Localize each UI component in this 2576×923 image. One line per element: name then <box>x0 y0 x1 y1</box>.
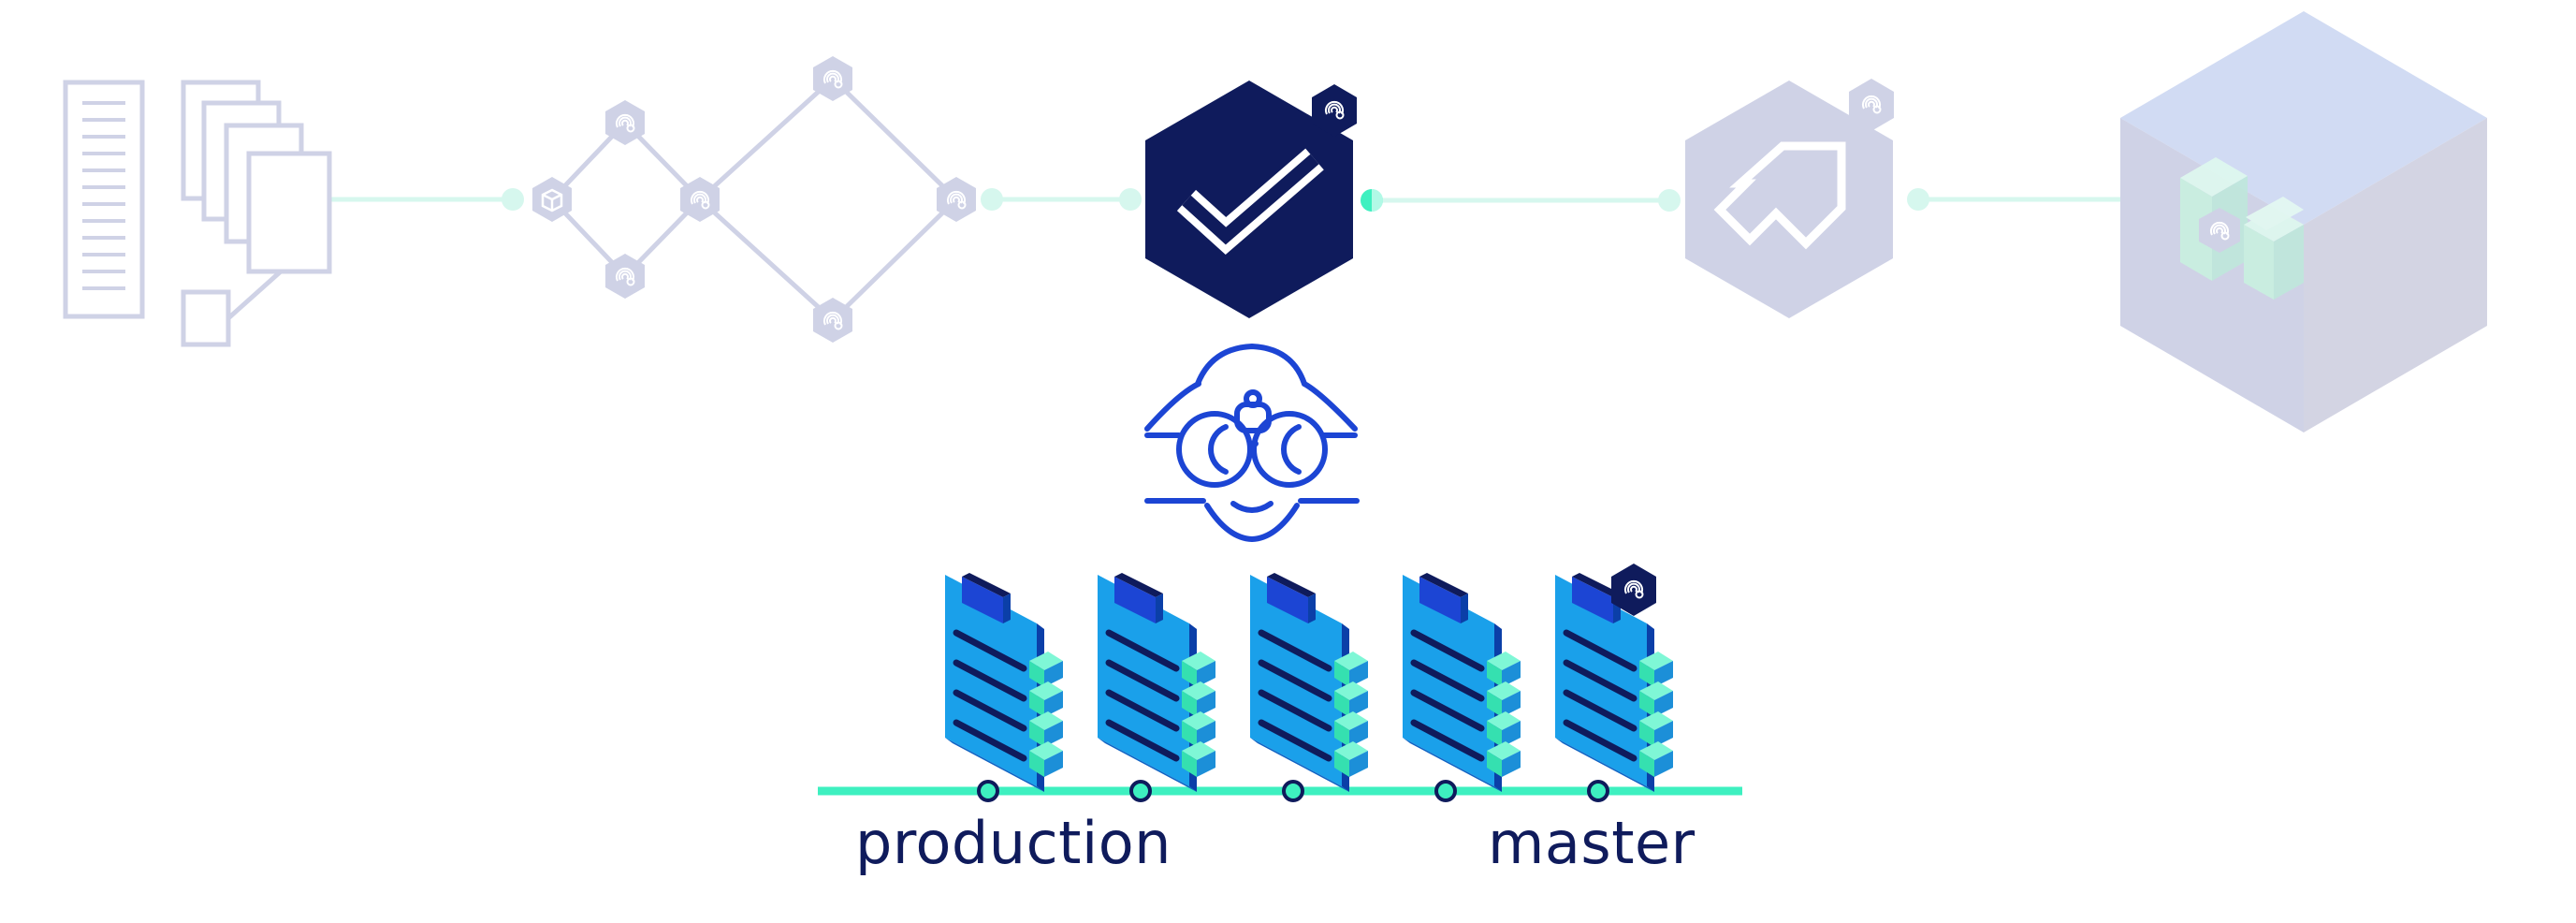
checkmark-hexagon-icon <box>1145 81 1353 318</box>
commit-node <box>1434 780 1457 802</box>
pipeline-connectors <box>329 197 2124 203</box>
fingerprint-badge-icon <box>1849 79 1894 131</box>
commit-document-icon <box>1555 573 1673 792</box>
upload-arrow-hexagon-icon <box>1685 81 1893 318</box>
documents-icon <box>63 80 332 347</box>
fingerprint-badge-icon <box>1611 564 1656 616</box>
commit-node <box>1282 780 1304 802</box>
dependency-graph-icon <box>532 56 976 343</box>
connector-dots <box>502 188 1929 212</box>
master-branch-label: master <box>1488 809 1696 877</box>
commit-node <box>977 780 999 802</box>
package-cube-icon <box>2120 11 2487 432</box>
commit-documents <box>945 573 1673 802</box>
commit-document-icon <box>1403 573 1521 792</box>
commit-node <box>1129 780 1152 802</box>
commit-document-icon <box>945 573 1063 792</box>
connector-dot-active <box>1361 189 1383 212</box>
commit-node <box>1587 780 1609 802</box>
commit-document-icon <box>1098 573 1215 792</box>
binoculars-person-icon <box>1144 344 1360 542</box>
commit-document-icon <box>1250 573 1368 792</box>
fingerprint-badge-icon <box>1312 84 1357 137</box>
production-branch-label: production <box>855 809 1172 877</box>
